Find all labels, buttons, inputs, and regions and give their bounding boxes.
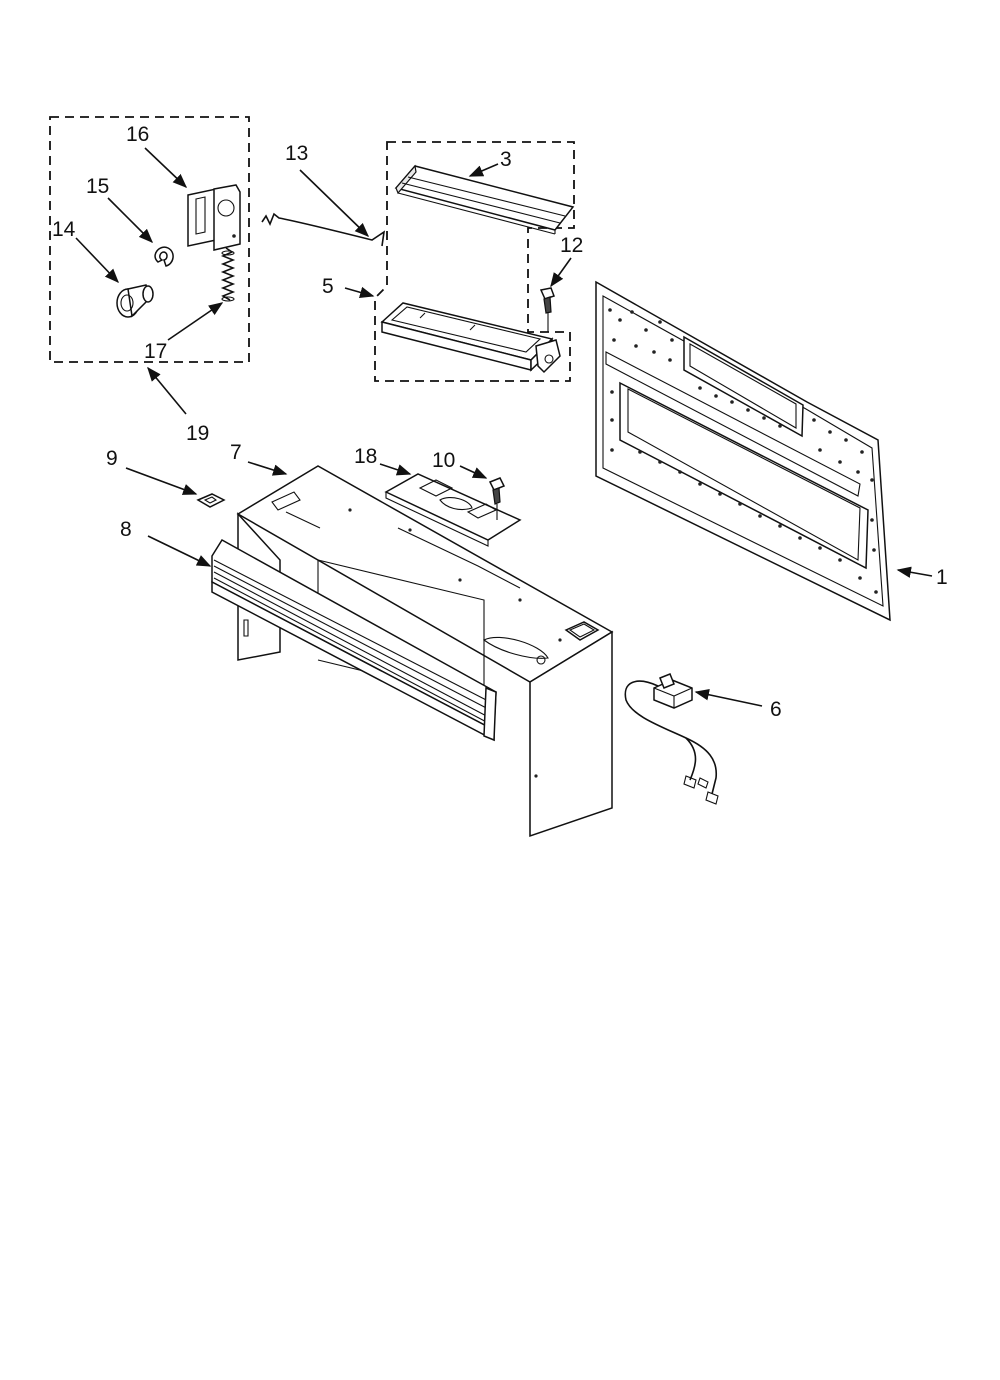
latch-assembly-outline — [49, 116, 250, 363]
callout-19: 19 — [186, 422, 209, 445]
callout-1: 1 — [936, 566, 948, 589]
callout-14: 14 — [52, 218, 76, 241]
callout-15: 15 — [86, 175, 109, 198]
part-7-cabinet — [236, 461, 614, 838]
part-13-wire — [261, 169, 386, 247]
callout-8: 8 — [120, 518, 132, 541]
panel-vent-holes — [608, 308, 878, 594]
part-15-clip — [154, 246, 174, 267]
callout-6: 6 — [770, 698, 782, 721]
part-6-wire-harness — [624, 673, 763, 805]
duct-assembly-group — [344, 141, 575, 382]
callout-labels: 16 15 14 17 19 13 3 12 5 1 9 7 18 10 8 6 — [52, 123, 948, 721]
part-5-duct — [380, 302, 561, 374]
part-14-knob — [116, 284, 154, 318]
callout-18: 18 — [354, 445, 377, 468]
part-10-screw — [459, 465, 506, 520]
callout-17: 17 — [144, 340, 167, 363]
latch-assembly-group — [49, 116, 250, 415]
duct-assembly-outline — [374, 141, 575, 382]
callout-3: 3 — [500, 148, 512, 171]
callout-10: 10 — [432, 449, 455, 472]
part-3-rail — [394, 164, 575, 235]
callout-7: 7 — [230, 441, 242, 464]
part-9-clip — [125, 467, 226, 508]
part-18-plate — [379, 463, 522, 547]
callout-12: 12 — [560, 234, 583, 257]
part-12-screw — [539, 287, 555, 332]
part-16-latch-bracket — [187, 184, 241, 251]
callout-9: 9 — [106, 447, 118, 470]
part-17-spring — [220, 247, 236, 302]
part-1-back-panel — [595, 280, 933, 622]
callout-16: 16 — [126, 123, 149, 146]
callout-5: 5 — [322, 275, 334, 298]
callout-13: 13 — [285, 142, 308, 165]
part-8-grille — [147, 535, 497, 742]
